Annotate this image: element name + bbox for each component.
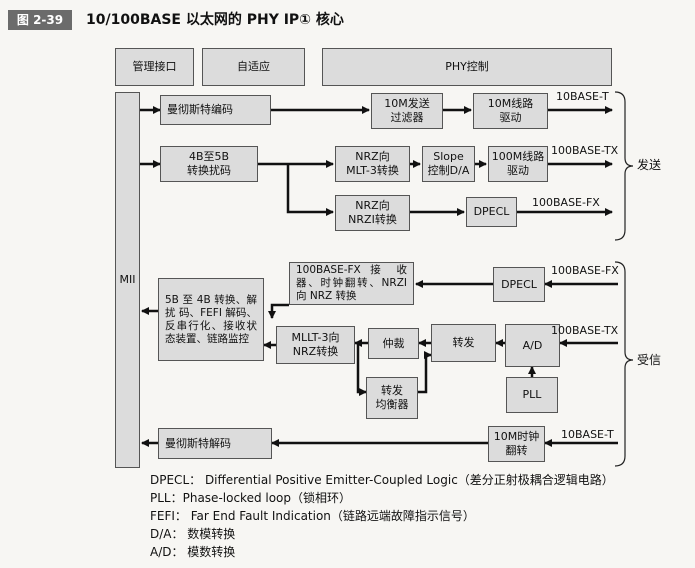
- port-label-rx-100basetx: 100BASE-TX: [551, 324, 619, 337]
- fx-receiver-block: 100BASE-FX 接 收 器、时钟翻转、NRZI 向 NRZ 转换: [289, 262, 414, 305]
- port-label-rx-10baset: 10BASE-T: [561, 428, 614, 441]
- line-driver-10m-block: 10M线路 驱动: [473, 93, 548, 129]
- figure-title: 10/100BASE 以太网的 PHY IP① 核心: [86, 12, 344, 28]
- clock-flip-10m-block: 10M时钟 翻转: [488, 426, 545, 462]
- port-label-tx-100basetx: 100BASE-TX: [551, 144, 619, 157]
- legend-pll: PLL：Phase-locked loop（锁相环）: [150, 491, 352, 505]
- equalizer-block: 转发 均衡器: [366, 377, 418, 419]
- dpecl-tx-block: DPECL: [466, 197, 517, 227]
- manchester-encoder-block: 曼彻斯特编码: [160, 95, 271, 125]
- figure-number: 图 2-39: [8, 10, 72, 30]
- legend-dpecl: DPECL： Differential Positive Emitter-Cou…: [150, 473, 614, 487]
- mii-block: MII: [115, 92, 140, 468]
- forward-block: 转发: [431, 324, 496, 362]
- group-label-transmit: 发送: [637, 158, 662, 172]
- decoder-5b4b-block: 5B 至 4B 转换、解 扰 码、FEFI 解码、反串行化、接收状态装置、链路监…: [158, 278, 264, 361]
- management-interface-block: 管理接口: [115, 48, 194, 86]
- legend-da: D/A： 数模转换: [150, 527, 236, 541]
- nrz-nrzi-block: NRZ向 NRZI转换: [335, 195, 410, 231]
- wire-equalizer-forward: [418, 351, 432, 394]
- manchester-decoder-block: 曼彻斯特解码: [158, 428, 272, 459]
- line-driver-100m-block: 100M线路 驱动: [488, 146, 548, 182]
- ad-block: A/D: [505, 324, 560, 367]
- wire-4b5b-nrznrzi: [286, 164, 334, 216]
- wire-fxrx-decoder: [268, 303, 289, 319]
- nrz-mlt3-block: NRZ向 MLT-3转换: [335, 146, 410, 182]
- auto-negotiation-block: 自适应: [202, 48, 305, 86]
- pll-block: PLL: [506, 377, 558, 413]
- port-label-tx-10baset: 10BASE-T: [556, 90, 609, 103]
- receive-brace: [614, 261, 634, 467]
- group-label-receive: 受信: [637, 353, 662, 367]
- port-label-rx-100basefx: 100BASE-FX: [551, 264, 619, 277]
- slope-da-block: Slope 控制D/A: [422, 146, 475, 182]
- phy-control-block: PHY控制: [322, 48, 612, 86]
- encoder-4b5b-block: 4B至5B 转换扰码: [160, 146, 258, 182]
- legend-fefi: FEFI： Far End Fault Indication（链路远端故障指示信…: [150, 509, 475, 523]
- tx10-filter-block: 10M发送 过滤器: [371, 93, 443, 129]
- wire-arbiter-equalizer: [356, 343, 367, 396]
- mlt3-nrz-block: MLLT-3向 NRZ转换: [276, 326, 355, 364]
- arbiter-block: 仲裁: [368, 328, 419, 359]
- dpecl-rx-block: DPECL: [493, 267, 545, 302]
- transmit-brace: [614, 91, 634, 241]
- legend-ad: A/D： 模数转换: [150, 545, 236, 559]
- port-label-tx-100basefx: 100BASE-FX: [532, 196, 600, 209]
